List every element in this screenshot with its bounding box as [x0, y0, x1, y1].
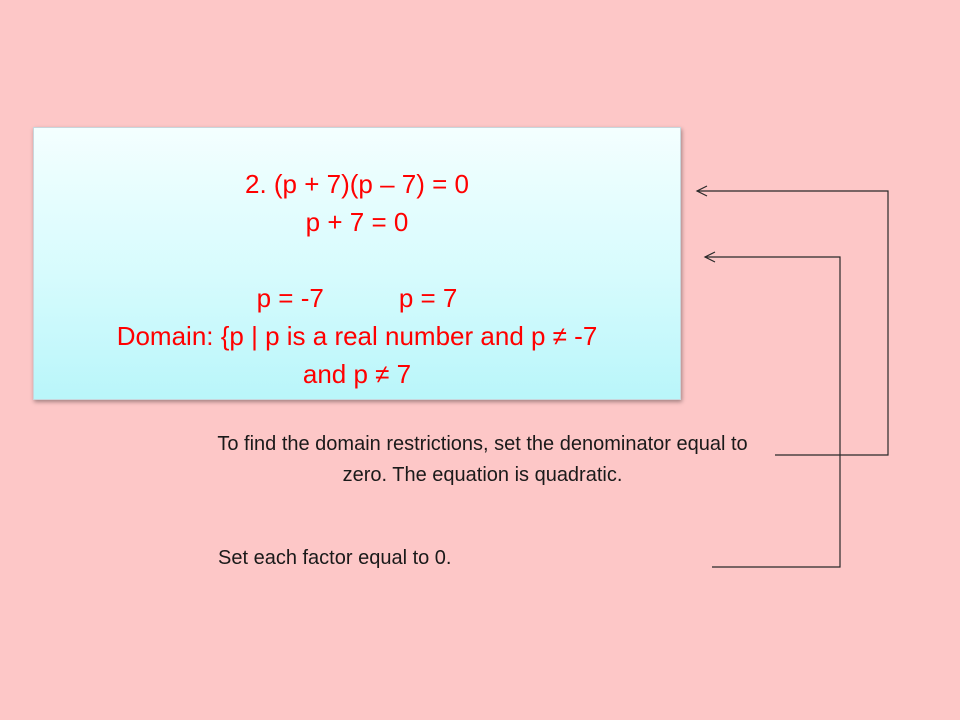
solution-positive: p = 7 [398, 283, 458, 313]
arrowhead-inner-icon [703, 251, 716, 263]
solutions-line: p = -7 p = 7 [34, 279, 680, 317]
blank-line [34, 241, 680, 279]
equation-factor-one: p + 7 = 0 [305, 207, 409, 237]
domain-restriction-note: To find the domain restrictions, set the… [217, 433, 748, 486]
solution-negative: p = -7 [256, 283, 324, 313]
connector-arrow-inner [705, 256, 841, 568]
domain-statement-continued: and p ≠ 7 [302, 359, 412, 389]
arrowhead-outer-icon [695, 185, 708, 197]
domain-statement: Domain: {p | p is a real number and p ≠ … [116, 321, 598, 351]
factor-note: Set each factor equal to 0. [218, 547, 452, 569]
connector-arrow-outer [697, 190, 889, 456]
equation-factored: 2. (p + 7)(p – 7) = 0 [244, 169, 469, 199]
